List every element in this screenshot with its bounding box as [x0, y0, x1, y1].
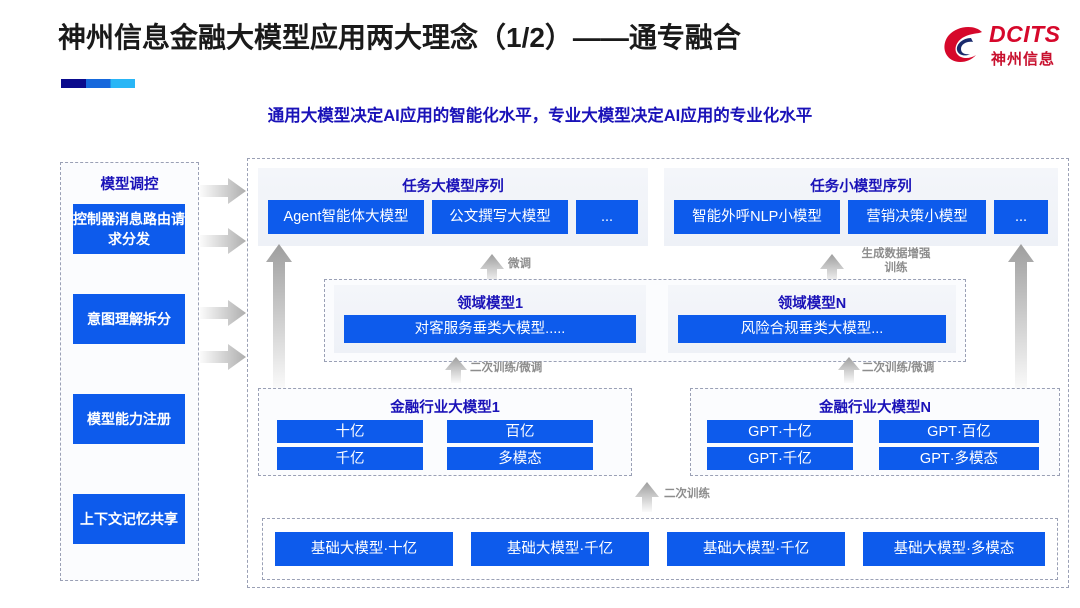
domain-model-1-plate: 领域模型1 对客服务垂类大模型.....: [334, 285, 646, 353]
flow-arrow-up-finetune: [480, 254, 504, 284]
flow-arrow-up-data-augment: [820, 254, 844, 284]
task-small-chip-nlp[interactable]: 智能外呼NLP小模型: [674, 200, 840, 234]
page-title: 神州信息金融大模型应用两大理念（1/2）——通专融合: [58, 22, 741, 53]
domain-model-1-title: 领域模型1: [456, 296, 524, 312]
domain-model-n-plate: 领域模型N 风险合规垂类大模型...: [668, 285, 956, 353]
flow-arrow-right-3: [200, 300, 246, 326]
base-chip-multimodal[interactable]: 基础大模型·多模态: [863, 532, 1045, 566]
arrow-label-data-augment-line2: 训练: [884, 262, 908, 274]
model-control-panel-title: 模型调控: [100, 177, 159, 193]
logo-subtext: 神州信息: [991, 51, 1056, 68]
page-subtitle: 通用大模型决定AI应用的智能化水平，专业大模型决定AI应用的专业化水平: [267, 107, 813, 125]
flow-arrow-up-tall-left: [266, 244, 292, 390]
industry-model-n-panel: 金融行业大模型N GPT·十亿 GPT·百亿 GPT·千亿 GPT·多模态: [690, 388, 1060, 476]
base-chip-billion[interactable]: 基础大模型·十亿: [275, 532, 453, 566]
industry-model-1-panel: 金融行业大模型1 十亿 百亿 千亿 多模态: [258, 388, 632, 476]
flow-arrow-right-1: [200, 178, 246, 204]
arrow-label-data-augment-line1: 生成数据增强: [861, 248, 931, 260]
flow-arrow-up-retrain-right: [838, 357, 860, 383]
task-big-model-plate: 任务大模型序列 Agent智能体大模型 公文撰写大模型 ...: [258, 168, 648, 246]
arrow-label-retrain-right: 二次训练/微调: [862, 362, 935, 374]
arrow-label-finetune: 微调: [508, 258, 531, 270]
flow-arrow-up-tall-right: [1008, 244, 1034, 390]
title-accent-bar: [61, 79, 135, 88]
control-item-capability-register[interactable]: 模型能力注册: [73, 394, 185, 444]
control-item-intent[interactable]: 意图理解拆分: [73, 294, 185, 344]
industry-1-chip-multimodal[interactable]: 多模态: [447, 447, 593, 470]
industry-1-chip-billion[interactable]: 十亿: [277, 420, 423, 443]
dcits-logo: DCITS 神州信息: [941, 20, 1066, 74]
flow-arrow-up-retrain-base: [635, 482, 659, 512]
domain-model-n-title: 领域模型N: [777, 296, 847, 312]
task-big-model-title: 任务大模型序列: [402, 179, 504, 195]
flow-arrow-up-retrain-left: [445, 357, 467, 383]
architecture-frame: [247, 158, 1069, 588]
arrow-label-retrain-left: 二次训练/微调: [470, 362, 543, 374]
logo-text: DCITS: [989, 21, 1061, 47]
model-control-panel: 模型调控 控制器消息路由请求分发 意图理解拆分 模型能力注册 上下文记忆共享: [60, 162, 199, 581]
flow-arrow-right-4: [200, 344, 246, 370]
industry-n-chip-billion[interactable]: GPT·十亿: [707, 420, 853, 443]
base-chip-trillion-2[interactable]: 基础大模型·千亿: [667, 532, 845, 566]
domain-model-n-chip[interactable]: 风险合规垂类大模型...: [678, 315, 946, 343]
task-small-model-plate: 任务小模型序列 智能外呼NLP小模型 营销决策小模型 ...: [664, 168, 1058, 246]
industry-n-chip-ten-billion[interactable]: GPT·百亿: [879, 420, 1039, 443]
task-small-model-title: 任务小模型序列: [810, 179, 912, 195]
industry-1-chip-ten-billion[interactable]: 百亿: [447, 420, 593, 443]
arrow-label-retrain-base: 二次训练: [664, 488, 710, 500]
industry-n-chip-multimodal[interactable]: GPT·多模态: [879, 447, 1039, 470]
task-big-chip-more[interactable]: ...: [576, 200, 638, 234]
base-model-panel: 基础大模型·十亿 基础大模型·千亿 基础大模型·千亿 基础大模型·多模态: [262, 518, 1058, 580]
base-chip-trillion-1[interactable]: 基础大模型·千亿: [471, 532, 649, 566]
industry-1-chip-hundred-billion[interactable]: 千亿: [277, 447, 423, 470]
industry-model-1-title: 金融行业大模型1: [390, 400, 500, 416]
task-small-chip-marketing[interactable]: 营销决策小模型: [848, 200, 986, 234]
task-small-chip-more[interactable]: ...: [994, 200, 1048, 234]
task-big-chip-doc[interactable]: 公文撰写大模型: [432, 200, 568, 234]
logo-mark-icon: [944, 26, 982, 63]
industry-n-chip-hundred-billion[interactable]: GPT·千亿: [707, 447, 853, 470]
industry-model-n-title: 金融行业大模型N: [819, 400, 931, 416]
control-item-router[interactable]: 控制器消息路由请求分发: [73, 204, 185, 254]
task-big-chip-agent[interactable]: Agent智能体大模型: [268, 200, 424, 234]
domain-model-1-chip[interactable]: 对客服务垂类大模型.....: [344, 315, 636, 343]
control-item-context-memory[interactable]: 上下文记忆共享: [73, 494, 185, 544]
flow-arrow-right-2: [200, 228, 246, 254]
